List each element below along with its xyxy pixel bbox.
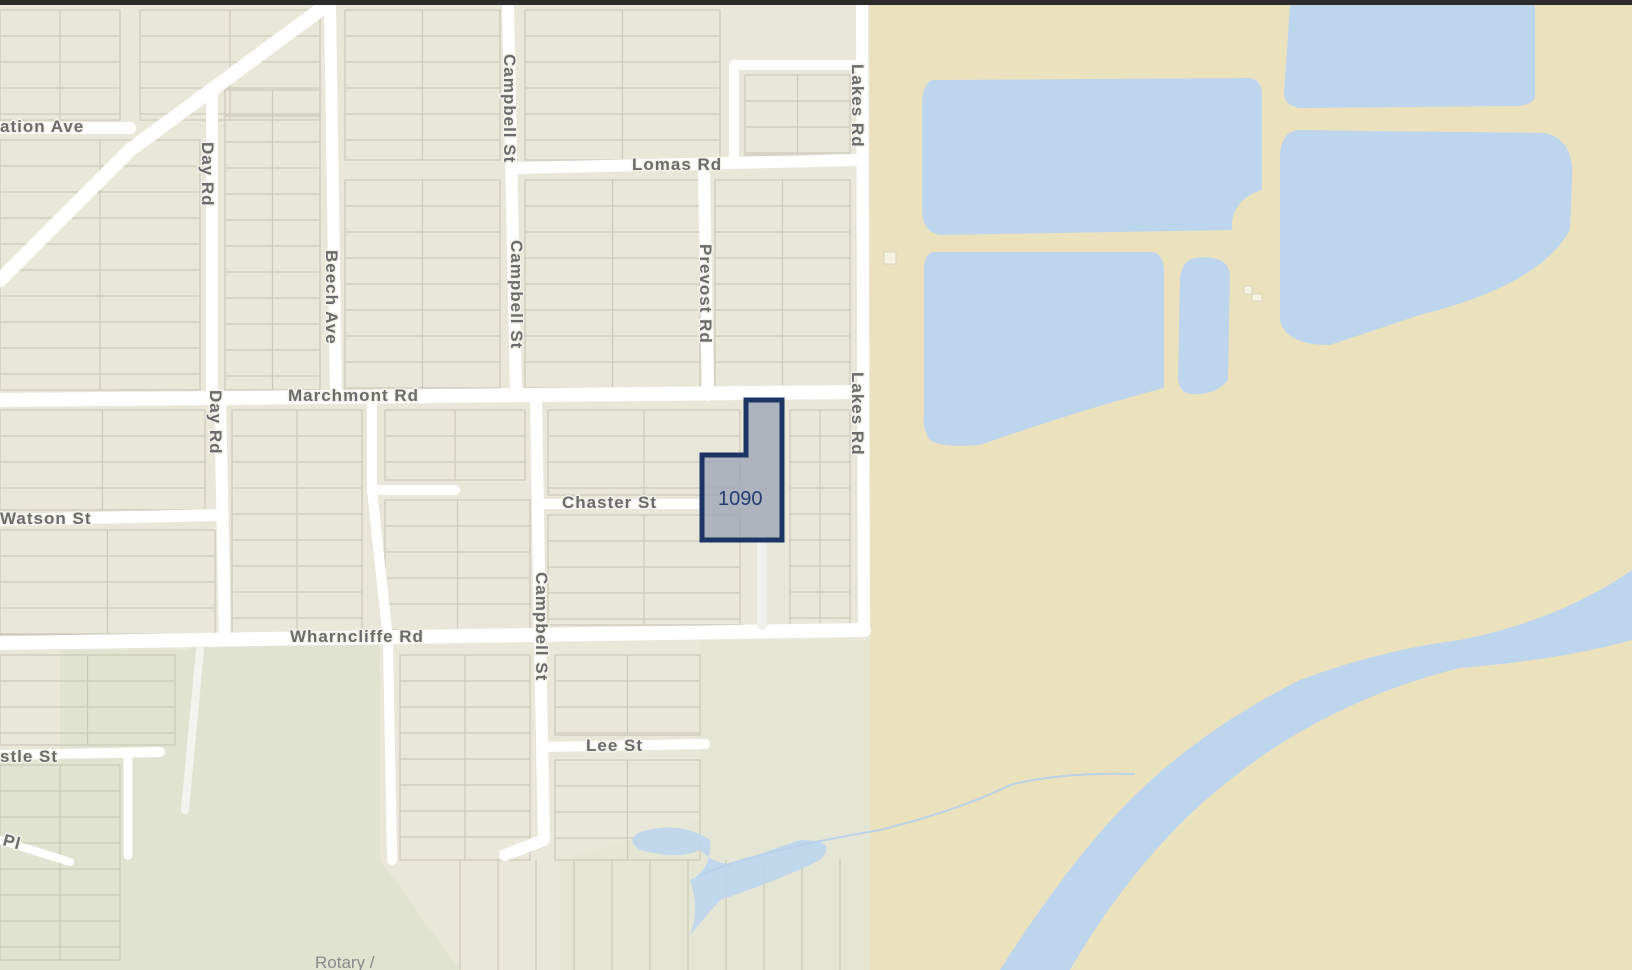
building-marker <box>1251 293 1263 302</box>
pond-park <box>632 827 827 935</box>
lot-lines <box>0 9 851 970</box>
place-label-rotary: Rotary / <box>315 953 375 970</box>
lake-northwest <box>922 78 1262 235</box>
street-label-campbell-st-3: Campbell St <box>532 572 551 681</box>
water-bodies <box>632 5 1632 970</box>
park-area <box>0 640 460 970</box>
street-label-day-rd-north: Day Rd <box>198 142 217 207</box>
street-label-ation-ave: ation Ave <box>0 117 84 136</box>
stream <box>699 772 1136 876</box>
street-label-wharncliffe-rd: Wharncliffe Rd <box>290 627 424 646</box>
street-label-chaster-st: Chaster St <box>562 493 657 512</box>
street-label-castle-st: stle St <box>0 747 58 766</box>
street-label-day-rd-south: Day Rd <box>206 390 225 455</box>
street-label-campbell-st-1: Campbell St <box>500 54 519 163</box>
parcel-label: 1090 <box>718 488 763 510</box>
lake-east <box>1280 130 1573 345</box>
top-bar <box>0 0 1632 5</box>
lake-pond-small <box>1178 257 1230 395</box>
street-label-watson-st: Watson St <box>0 509 91 528</box>
street-label-prevost-rd: Prevost Rd <box>696 244 715 344</box>
lake-north <box>1284 5 1535 108</box>
street-label-beech-ave: Beech Ave <box>322 250 341 345</box>
road-network <box>0 0 871 866</box>
street-label-lakes-rd-south: Lakes Rd <box>848 372 867 456</box>
street-label-marchmont-rd: Marchmont Rd <box>288 386 419 405</box>
selected-parcel[interactable] <box>699 397 785 543</box>
street-label-lee-st: Lee St <box>586 736 643 755</box>
river <box>1000 570 1632 970</box>
street-label-lomas-rd: Lomas Rd <box>632 155 722 174</box>
lake-west <box>923 252 1165 446</box>
park-area-east <box>560 640 880 970</box>
street-label-lakes-rd-north: Lakes Rd <box>848 64 867 148</box>
street-label-campbell-st-2: Campbell St <box>507 240 526 349</box>
building-marker <box>883 251 897 265</box>
building-marker <box>1243 285 1253 295</box>
